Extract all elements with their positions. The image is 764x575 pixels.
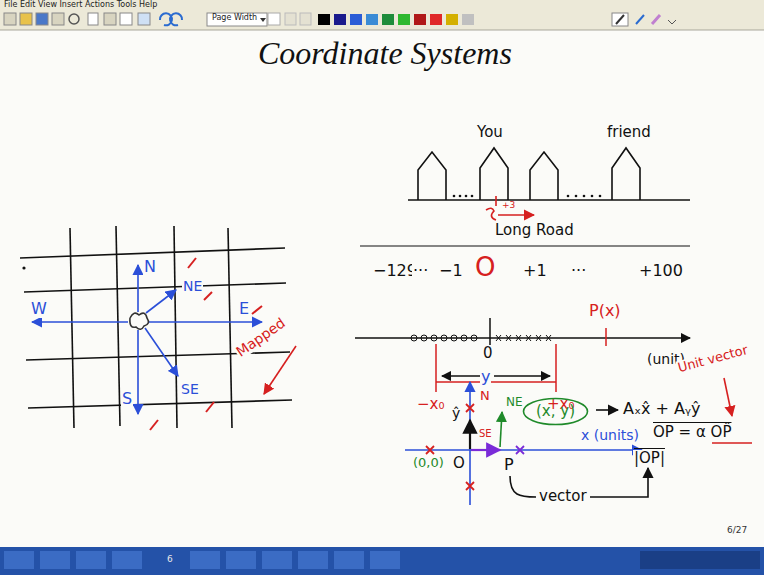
ellipsis: ··· bbox=[570, 262, 587, 280]
unit-vector-note: Unit vector bbox=[675, 343, 750, 376]
axis-label: x (units) bbox=[580, 428, 640, 443]
unit-vector-label: ŷ bbox=[451, 406, 461, 421]
component-formula: Aₓx̂ + Aᵧŷ bbox=[622, 400, 701, 418]
page-number: 6 bbox=[166, 555, 174, 565]
slide-title: Coordinate Systems bbox=[258, 36, 512, 71]
direction-label: N bbox=[143, 258, 157, 276]
point-label: P(x) bbox=[588, 302, 622, 320]
origin-mark: O bbox=[474, 253, 496, 282]
grid-map bbox=[20, 226, 296, 430]
direction-label: E bbox=[238, 300, 250, 318]
direction-label: NE bbox=[182, 279, 203, 294]
number-label: +1 bbox=[522, 262, 548, 280]
origin-coords: (0,0) bbox=[412, 456, 445, 470]
vector-note: vector bbox=[538, 488, 588, 505]
house-label: You bbox=[476, 124, 504, 141]
houses-road bbox=[360, 148, 690, 246]
zoom-dropdown: Page Width bbox=[211, 14, 258, 23]
number-label: +100 bbox=[638, 262, 684, 280]
unit-vector-formula: OP = α OP̂ bbox=[652, 424, 732, 441]
house-label: friend bbox=[606, 124, 652, 141]
road-label: Long Road bbox=[494, 222, 575, 239]
point-coords: (x, y) bbox=[536, 403, 575, 420]
magnitude-label: |OP| bbox=[633, 450, 666, 467]
direction-label: S bbox=[121, 390, 133, 408]
point-label: P bbox=[503, 456, 515, 474]
number-line bbox=[355, 318, 690, 392]
page-counter: 6/27 bbox=[726, 526, 748, 536]
axis-label: y bbox=[480, 368, 491, 386]
xy-axes bbox=[405, 378, 752, 505]
origin-label: O bbox=[452, 455, 466, 472]
circled-point: (x, y) bbox=[522, 397, 589, 426]
ellipsis: ··· bbox=[412, 262, 429, 280]
toolbar bbox=[0, 0, 764, 30]
direction-label: SE bbox=[478, 428, 493, 439]
origin-label: 0 bbox=[482, 345, 494, 362]
bound-label: −x₀ bbox=[416, 396, 445, 413]
number-label: −1 bbox=[438, 262, 464, 280]
distance-mark: +3 bbox=[501, 201, 516, 211]
direction-label: NE bbox=[505, 396, 524, 409]
direction-label: N bbox=[479, 389, 491, 403]
status-bar bbox=[0, 547, 764, 575]
menu-bar: File Edit View Insert Actions Tools Help bbox=[3, 1, 158, 10]
direction-label: W bbox=[30, 300, 48, 318]
direction-label: SE bbox=[180, 382, 200, 397]
